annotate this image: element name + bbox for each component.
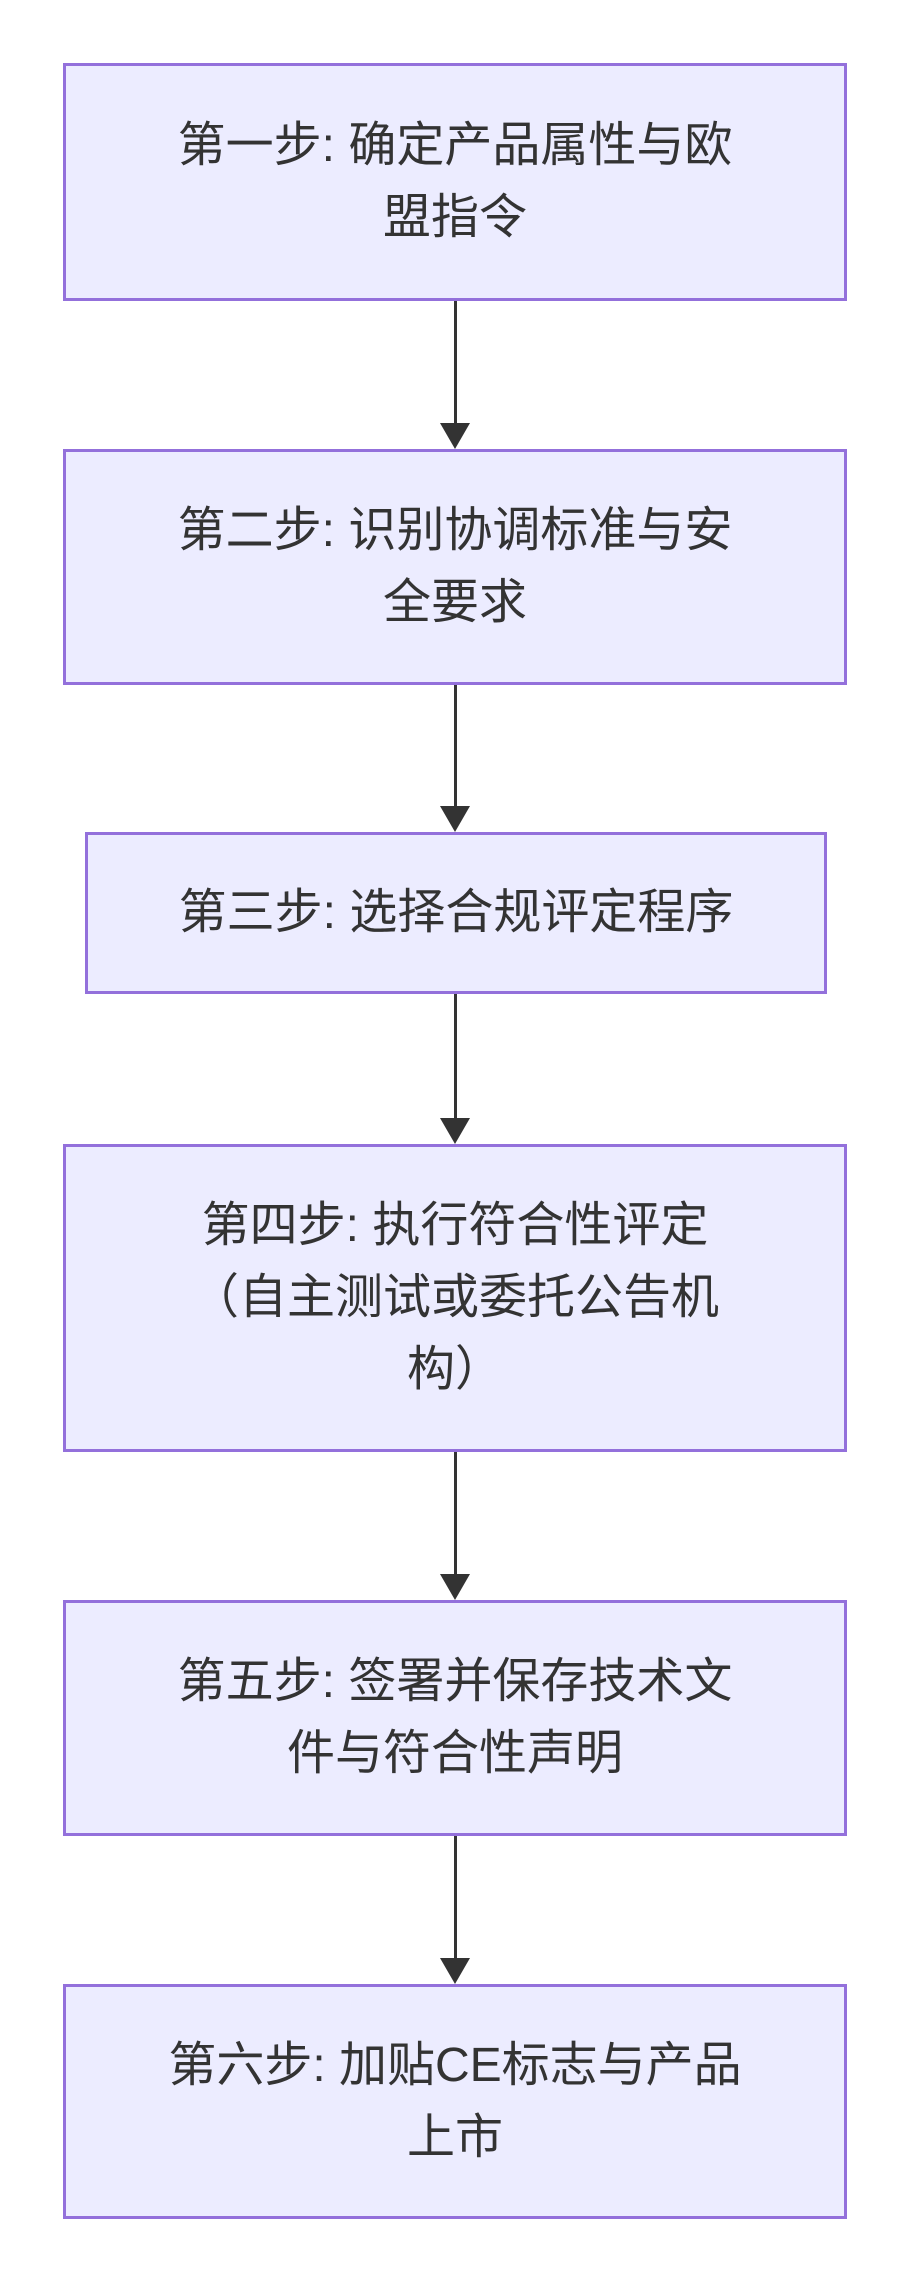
arrow-connector-1 [0, 301, 910, 449]
arrow-line [453, 685, 457, 806]
arrow-down-icon [440, 423, 470, 449]
flow-step-1-label: 第一步: 确定产品属性与欧 盟指令 [177, 119, 733, 244]
flow-step-2-label: 第二步: 识别协调标准与安 全要求 [177, 504, 733, 629]
arrow-line [453, 1452, 457, 1574]
arrow-down-icon [440, 1958, 470, 1984]
flow-step-2: 第二步: 识别协调标准与安 全要求 [63, 449, 847, 685]
flow-step-3: 第三步: 选择合规评定程序 [85, 832, 827, 994]
arrow-connector-5 [0, 1836, 910, 1984]
arrow-down-icon [440, 1118, 470, 1144]
flow-step-4: 第四步: 执行符合性评定 （自主测试或委托公告机 构） [63, 1144, 847, 1452]
flow-step-3-label: 第三步: 选择合规评定程序 [178, 886, 734, 939]
arrow-connector-4 [0, 1452, 910, 1600]
arrow-line [453, 1836, 457, 1958]
flow-step-6-label: 第六步: 加贴CE标志与产品 上市 [168, 2038, 742, 2164]
flow-step-5: 第五步: 签署并保存技术文 件与符合性声明 [63, 1600, 847, 1836]
arrow-line [453, 994, 457, 1118]
flow-step-6: 第六步: 加贴CE标志与产品 上市 [63, 1984, 847, 2219]
flow-step-1: 第一步: 确定产品属性与欧 盟指令 [63, 63, 847, 301]
flow-step-4-label: 第四步: 执行符合性评定 （自主测试或委托公告机 构） [190, 1199, 719, 1396]
flow-step-5-label: 第五步: 签署并保存技术文 件与符合性声明 [177, 1655, 733, 1780]
arrow-down-icon [440, 806, 470, 832]
arrow-connector-3 [0, 994, 910, 1144]
arrow-line [453, 301, 457, 423]
arrow-down-icon [440, 1574, 470, 1600]
arrow-connector-2 [0, 685, 910, 832]
